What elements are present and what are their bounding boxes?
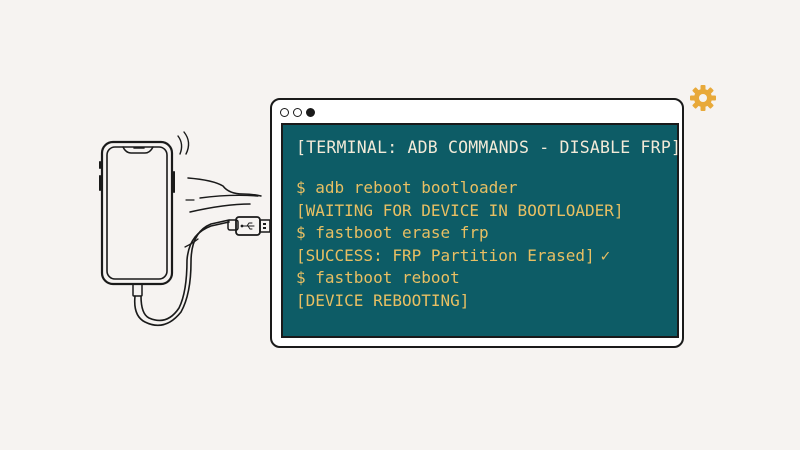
terminal-title: [TERMINAL: ADB COMMANDS - DISABLE FRP] bbox=[296, 138, 682, 157]
terminal-output-line: [WAITING FOR DEVICE IN BOOTLOADER] bbox=[296, 200, 624, 220]
terminal-output-line: [SUCCESS: FRP Partition Erased]✓ bbox=[296, 245, 677, 268]
terminal-window: [TERMINAL: ADB COMMANDS - DISABLE FRP] $… bbox=[270, 98, 684, 348]
window-controls bbox=[280, 108, 315, 117]
gear-icon bbox=[690, 85, 716, 111]
checkmark-icon: ✓ bbox=[600, 245, 611, 265]
terminal-command-line: $ adb reboot bootloader bbox=[296, 178, 518, 197]
smartphone-icon bbox=[99, 131, 271, 327]
window-control-circle-icon bbox=[293, 108, 302, 117]
terminal-command-line: $ fastboot reboot bbox=[296, 268, 460, 287]
window-control-circle-icon bbox=[280, 108, 289, 117]
terminal-panel: [TERMINAL: ADB COMMANDS - DISABLE FRP] $… bbox=[281, 123, 682, 338]
terminal-output-line: [DEVICE REBOOTING] bbox=[296, 290, 470, 310]
success-message: [SUCCESS: FRP Partition Erased] bbox=[296, 245, 595, 265]
terminal-command-line: $ fastboot erase frp bbox=[296, 223, 489, 242]
window-control-filled-circle-icon bbox=[306, 108, 315, 117]
